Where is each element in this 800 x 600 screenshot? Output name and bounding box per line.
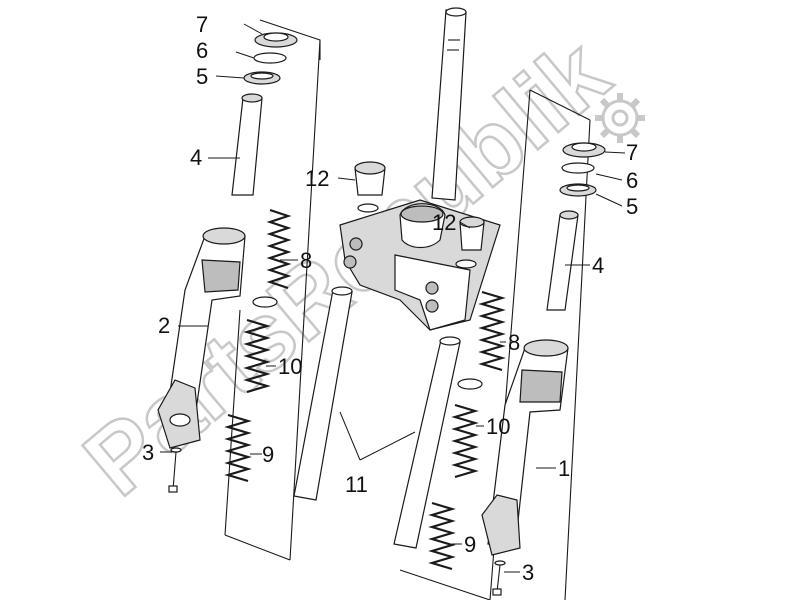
right-oring-6	[561, 162, 595, 174]
left-spring-9	[224, 413, 252, 483]
callout-5-left: 5	[196, 64, 208, 89]
right-spring-9	[428, 501, 456, 571]
right-inner-tube-4	[546, 210, 579, 311]
callout-labels: 7 6 5 4 2 3 8 10 9 12 12 11 7 6 5 4 8 10…	[142, 12, 638, 585]
left-spring-10	[243, 318, 271, 394]
callout-4-right: 4	[592, 253, 604, 278]
left-fork-frame	[224, 19, 321, 561]
damper-tube-11-right	[393, 336, 461, 549]
callout-2: 2	[158, 313, 170, 338]
callout-9-left: 9	[262, 442, 274, 467]
damper-tube-11-left	[293, 286, 353, 501]
steering-crown	[339, 199, 501, 331]
callout-12-left: 12	[305, 166, 329, 191]
callout-7-left: 7	[196, 12, 208, 37]
callout-6-left: 6	[196, 38, 208, 63]
right-spring-10	[451, 403, 479, 479]
callout-8-right: 8	[508, 330, 520, 355]
callout-9-right: 9	[464, 532, 476, 557]
right-seal-5	[559, 183, 597, 197]
callout-3-left: 3	[142, 440, 154, 465]
callout-10-right: 10	[486, 414, 510, 439]
right-spring-8	[478, 290, 506, 372]
callout-12-right: 12	[432, 210, 456, 235]
left-washer	[252, 296, 278, 308]
left-cap-7	[254, 32, 298, 48]
callout-8-left: 8	[300, 248, 312, 273]
leader-lines	[160, 23, 626, 573]
callout-7-right: 7	[626, 140, 638, 165]
callout-1: 1	[558, 456, 570, 481]
bushing-12-left	[354, 161, 386, 213]
right-outer-leg-1	[481, 339, 569, 556]
callout-10-left: 10	[278, 354, 302, 379]
left-spring-8	[266, 208, 292, 290]
callout-5-right: 5	[626, 194, 638, 219]
left-inner-tube-4	[231, 93, 263, 196]
callout-3-right: 3	[522, 560, 534, 585]
right-washer	[457, 378, 483, 390]
callout-6-right: 6	[626, 168, 638, 193]
left-oring-6	[253, 52, 287, 64]
gear-icon	[595, 93, 645, 143]
bushing-12-right	[455, 216, 485, 269]
right-cap-7	[562, 142, 606, 158]
callout-11: 11	[345, 472, 368, 497]
callout-4-left: 4	[190, 145, 202, 170]
left-outer-leg-2	[157, 227, 246, 449]
steering-tube	[431, 7, 467, 201]
left-bolt-3	[168, 447, 182, 493]
right-bolt-3	[492, 560, 506, 596]
left-seal-5	[243, 71, 281, 85]
